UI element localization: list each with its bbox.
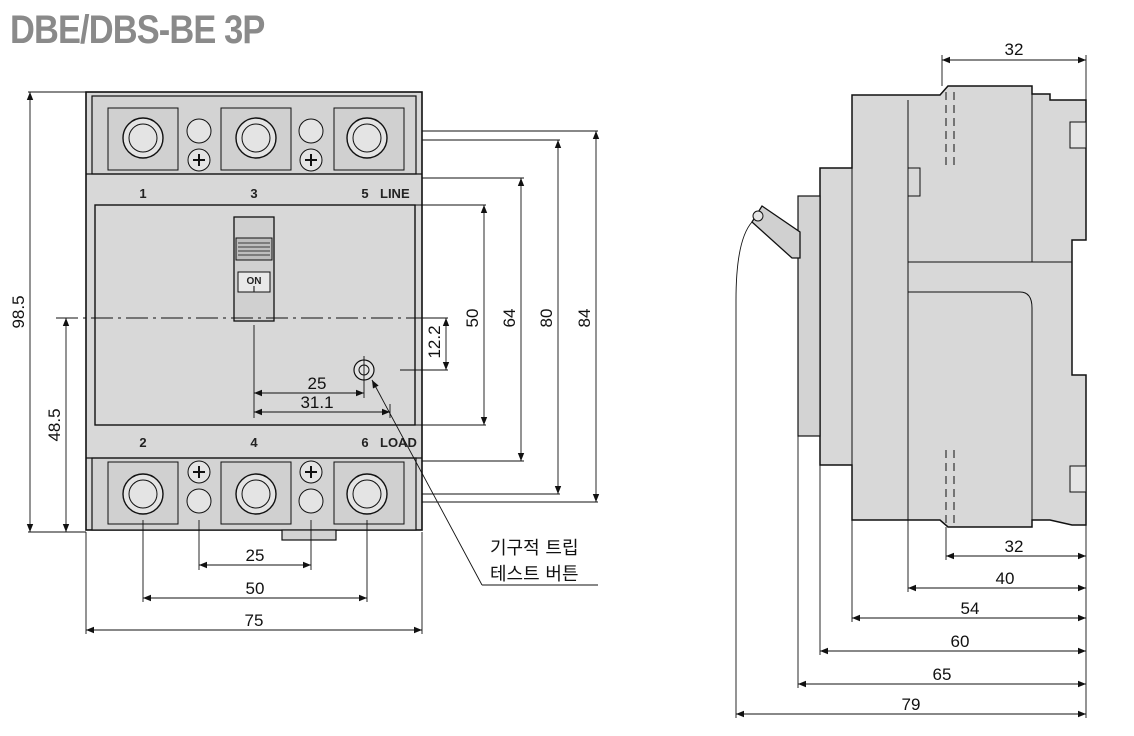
switch-i-label: I bbox=[253, 285, 255, 294]
dim-64: 64 bbox=[500, 309, 519, 328]
load-label: LOAD bbox=[380, 435, 417, 450]
dim-25-inner: 25 bbox=[308, 374, 327, 393]
terminal-1-label: 1 bbox=[139, 186, 146, 201]
switch-on-label: ON bbox=[247, 276, 262, 287]
dim-side-60: 60 bbox=[951, 632, 970, 651]
breaker-toggle-switch[interactable]: ON I bbox=[233, 216, 275, 322]
dim-side-40: 40 bbox=[996, 569, 1015, 588]
terminal-6-label: 6 bbox=[361, 435, 368, 450]
dim-12-2: 12.2 bbox=[425, 325, 444, 358]
side-handle-base bbox=[797, 195, 821, 437]
dim-84: 84 bbox=[575, 309, 594, 328]
dim-side-top-32: 32 bbox=[1005, 40, 1024, 59]
dim-width-75: 75 bbox=[245, 611, 264, 630]
dim-50: 50 bbox=[463, 309, 482, 328]
terminal-5-label: 5 bbox=[361, 186, 368, 201]
side-body bbox=[819, 85, 1087, 528]
dim-31-1: 31.1 bbox=[300, 393, 333, 412]
terminal-4-label: 4 bbox=[250, 435, 258, 450]
front-dimensions bbox=[26, 91, 600, 634]
callout-line-1: 기구적 트립 bbox=[490, 538, 579, 559]
terminal-2-label: 2 bbox=[139, 435, 146, 450]
diagram-title: DBE/DBS-BE 3P bbox=[10, 8, 265, 52]
line-label: LINE bbox=[380, 186, 410, 201]
dim-80: 80 bbox=[537, 309, 556, 328]
front-view: ON I 1 3 5 LINE 2 4 6 LOAD bbox=[56, 91, 432, 541]
dim-pitch-25: 25 bbox=[246, 546, 265, 565]
callout-line-2: 테스트 버튼 bbox=[490, 564, 579, 585]
dim-side-32: 32 bbox=[1005, 537, 1024, 556]
mounting-clip bbox=[281, 529, 337, 541]
side-view bbox=[751, 85, 1087, 528]
bottom-terminal-screws bbox=[107, 460, 405, 525]
dim-side-65: 65 bbox=[933, 665, 952, 684]
dim-pitch-50: 50 bbox=[246, 579, 265, 598]
dim-side-54: 54 bbox=[961, 599, 980, 618]
terminal-3-label: 3 bbox=[250, 186, 257, 201]
dim-48-5: 48.5 bbox=[45, 408, 64, 441]
dim-side-79: 79 bbox=[902, 695, 921, 714]
dim-98-5: 98.5 bbox=[9, 295, 28, 328]
side-dimensions bbox=[735, 55, 1087, 718]
top-terminal-screws bbox=[107, 107, 405, 172]
